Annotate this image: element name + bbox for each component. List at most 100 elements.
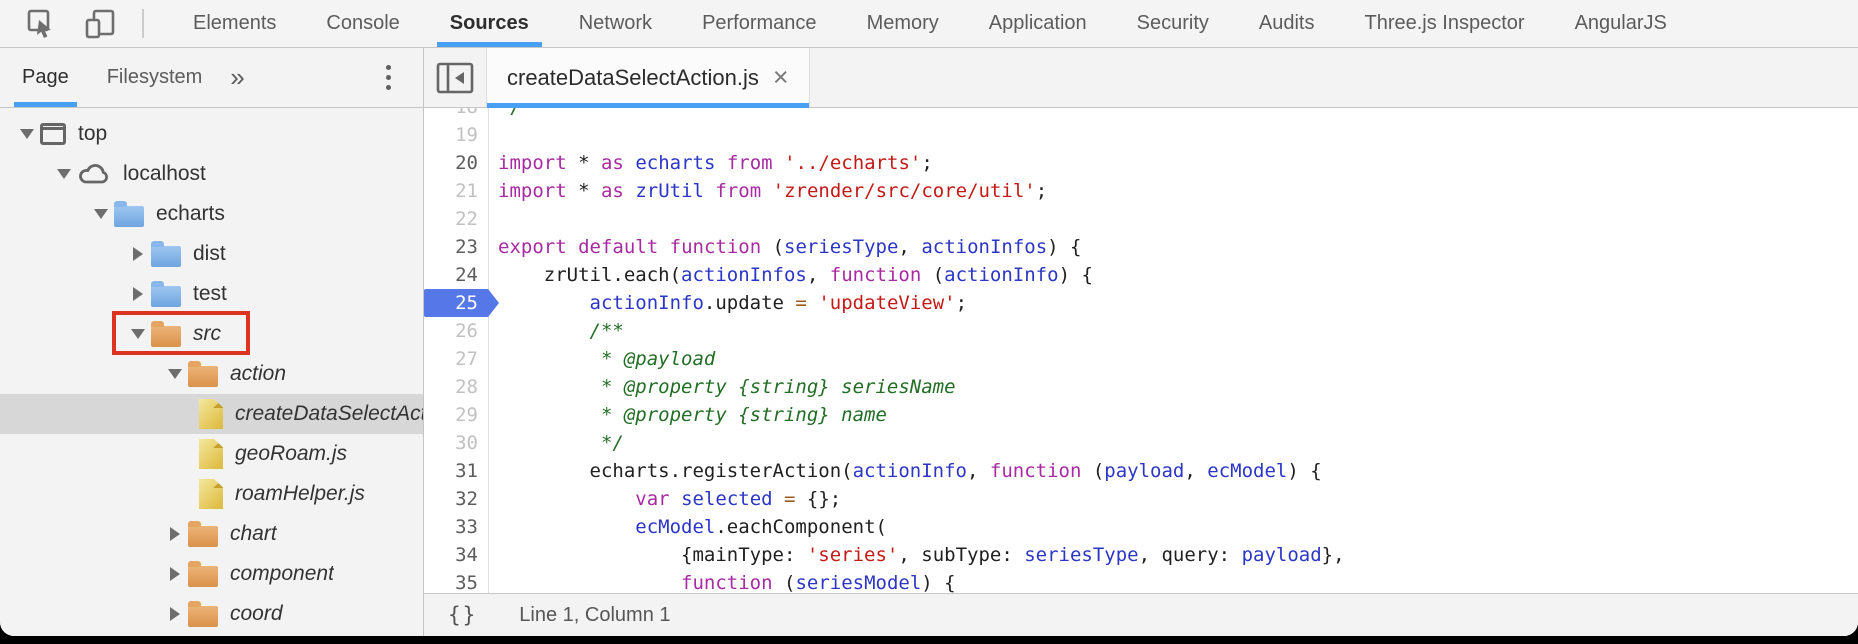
tree-item-roamhelper-js[interactable]: roamHelper.js	[0, 474, 423, 514]
code-line-27[interactable]: 27 * @payload	[424, 345, 1858, 373]
line-number-21[interactable]: 21	[424, 177, 488, 205]
tree-item-test[interactable]: test	[0, 274, 423, 314]
sidebar-tab-page[interactable]: Page	[6, 48, 85, 107]
tree-item-dist[interactable]: dist	[0, 234, 423, 274]
code-line-text[interactable]: export default function (seriesType, act…	[488, 233, 1081, 261]
code-line-text[interactable]: * @payload	[488, 345, 715, 373]
code-line-text[interactable]: echarts.registerAction(actionInfo, funct…	[488, 457, 1322, 485]
code-line-21[interactable]: 21import * as zrUtil from 'zrender/src/c…	[424, 177, 1858, 205]
code-line-31[interactable]: 31 echarts.registerAction(actionInfo, fu…	[424, 457, 1858, 485]
panel-tab-network[interactable]: Network	[554, 0, 677, 47]
tree-item-echarts[interactable]: echarts	[0, 194, 423, 234]
panel-tab-application[interactable]: Application	[964, 0, 1112, 47]
tree-item-src[interactable]: src	[0, 314, 423, 354]
line-number-35[interactable]: 35	[424, 569, 488, 593]
code-line-text[interactable]: var selected = {};	[488, 485, 841, 513]
code-line-text[interactable]: import * as zrUtil from 'zrender/src/cor…	[488, 177, 1047, 205]
line-number-23[interactable]: 23	[424, 233, 488, 261]
collapsed-arrow-icon[interactable]	[162, 527, 188, 541]
expanded-arrow-icon[interactable]	[88, 209, 114, 219]
code-line-23[interactable]: 23export default function (seriesType, a…	[424, 233, 1858, 261]
line-number-28[interactable]: 28	[424, 373, 488, 401]
code-line-29[interactable]: 29 * @property {string} name	[424, 401, 1858, 429]
tree-item-localhost[interactable]: localhost	[0, 154, 423, 194]
code-line-text[interactable]: function (seriesModel) {	[488, 569, 956, 593]
code-line-text[interactable]: actionInfo.update = 'updateView';	[488, 289, 967, 317]
code-editor[interactable]: 18*/1920import * as echarts from '../ech…	[424, 108, 1858, 593]
code-line-34[interactable]: 34 {mainType: 'series', subType: seriesT…	[424, 541, 1858, 569]
tree-item-action[interactable]: action	[0, 354, 423, 394]
expanded-arrow-icon[interactable]	[51, 169, 77, 179]
code-line-text[interactable]: zrUtil.each(actionInfos, function (actio…	[488, 261, 1093, 289]
code-line-24[interactable]: 24 zrUtil.each(actionInfos, function (ac…	[424, 261, 1858, 289]
code-line-text[interactable]: ecModel.eachComponent(	[488, 513, 887, 541]
collapsed-arrow-icon[interactable]	[125, 287, 151, 301]
code-line-text[interactable]	[488, 205, 498, 233]
expanded-arrow-icon[interactable]	[125, 329, 151, 339]
code-line-text[interactable]: {mainType: 'series', subType: seriesType…	[488, 541, 1345, 569]
tree-item-top[interactable]: top	[0, 114, 423, 154]
tree-item-chart[interactable]: chart	[0, 514, 423, 554]
code-line-28[interactable]: 28 * @property {string} seriesName	[424, 373, 1858, 401]
code-line-35[interactable]: 35 function (seriesModel) {	[424, 569, 1858, 593]
line-number-33[interactable]: 33	[424, 513, 488, 541]
panel-tab-audits[interactable]: Audits	[1234, 0, 1340, 47]
folder-orange-icon	[188, 361, 218, 387]
code-line-text[interactable]: * @property {string} name	[488, 401, 887, 429]
code-line-32[interactable]: 32 var selected = {};	[424, 485, 1858, 513]
line-number-31[interactable]: 31	[424, 457, 488, 485]
panel-tab-memory[interactable]: Memory	[842, 0, 964, 47]
code-line-18[interactable]: 18*/	[424, 108, 1858, 121]
line-number-30[interactable]: 30	[424, 429, 488, 457]
panel-tab-security[interactable]: Security	[1112, 0, 1234, 47]
tree-item-coord[interactable]: coord	[0, 594, 423, 634]
expanded-arrow-icon[interactable]	[14, 129, 40, 139]
code-line-20[interactable]: 20import * as echarts from '../echarts';	[424, 149, 1858, 177]
tree-item-georoam-js[interactable]: geoRoam.js	[0, 434, 423, 474]
panel-tab-angularjs[interactable]: AngularJS	[1550, 0, 1692, 47]
collapsed-arrow-icon[interactable]	[125, 247, 151, 261]
code-line-text[interactable]: /**	[488, 317, 624, 345]
code-line-22[interactable]: 22	[424, 205, 1858, 233]
code-line-text[interactable]: */	[488, 429, 624, 457]
expanded-arrow-icon[interactable]	[162, 369, 188, 379]
device-toolbar-icon[interactable]	[84, 8, 116, 40]
panel-tab-console[interactable]: Console	[301, 0, 424, 47]
inspect-icon[interactable]	[26, 8, 58, 40]
pretty-print-icon[interactable]: {}	[448, 603, 477, 627]
line-number-32[interactable]: 32	[424, 485, 488, 513]
code-line-26[interactable]: 26 /**	[424, 317, 1858, 345]
panel-tab-sources[interactable]: Sources	[425, 0, 554, 47]
kebab-menu-icon[interactable]	[380, 59, 397, 96]
code-line-19[interactable]: 19	[424, 121, 1858, 149]
line-number-19[interactable]: 19	[424, 121, 488, 149]
line-number-25[interactable]: 25	[424, 289, 488, 317]
line-number-22[interactable]: 22	[424, 205, 488, 233]
code-line-25[interactable]: 25 actionInfo.update = 'updateView';	[424, 289, 1858, 317]
panel-tab-elements[interactable]: Elements	[168, 0, 301, 47]
line-number-18[interactable]: 18	[424, 108, 488, 121]
line-number-20[interactable]: 20	[424, 149, 488, 177]
code-line-text[interactable]: * @property {string} seriesName	[488, 373, 956, 401]
code-line-text[interactable]: import * as echarts from '../echarts';	[488, 149, 933, 177]
line-number-27[interactable]: 27	[424, 345, 488, 373]
collapsed-arrow-icon[interactable]	[162, 567, 188, 581]
collapsed-arrow-icon[interactable]	[162, 607, 188, 621]
hide-navigator-icon[interactable]	[436, 61, 474, 95]
panel-tab-performance[interactable]: Performance	[677, 0, 842, 47]
line-number-24[interactable]: 24	[424, 261, 488, 289]
close-icon[interactable]: ×	[773, 64, 789, 91]
panel-tab-three-js-inspector[interactable]: Three.js Inspector	[1339, 0, 1549, 47]
code-line-text[interactable]: */	[488, 108, 521, 121]
code-line-30[interactable]: 30 */	[424, 429, 1858, 457]
tree-item-createdataselectaction-js[interactable]: createDataSelectAction.js	[0, 394, 423, 434]
more-tabs-icon[interactable]: »	[218, 62, 256, 93]
line-number-34[interactable]: 34	[424, 541, 488, 569]
sidebar-tab-filesystem[interactable]: Filesystem	[91, 48, 219, 107]
tree-item-component[interactable]: component	[0, 554, 423, 594]
editor-tab-active[interactable]: createDataSelectAction.js ×	[486, 48, 810, 107]
code-line-33[interactable]: 33 ecModel.eachComponent(	[424, 513, 1858, 541]
line-number-26[interactable]: 26	[424, 317, 488, 345]
line-number-29[interactable]: 29	[424, 401, 488, 429]
code-line-text[interactable]	[488, 121, 498, 149]
